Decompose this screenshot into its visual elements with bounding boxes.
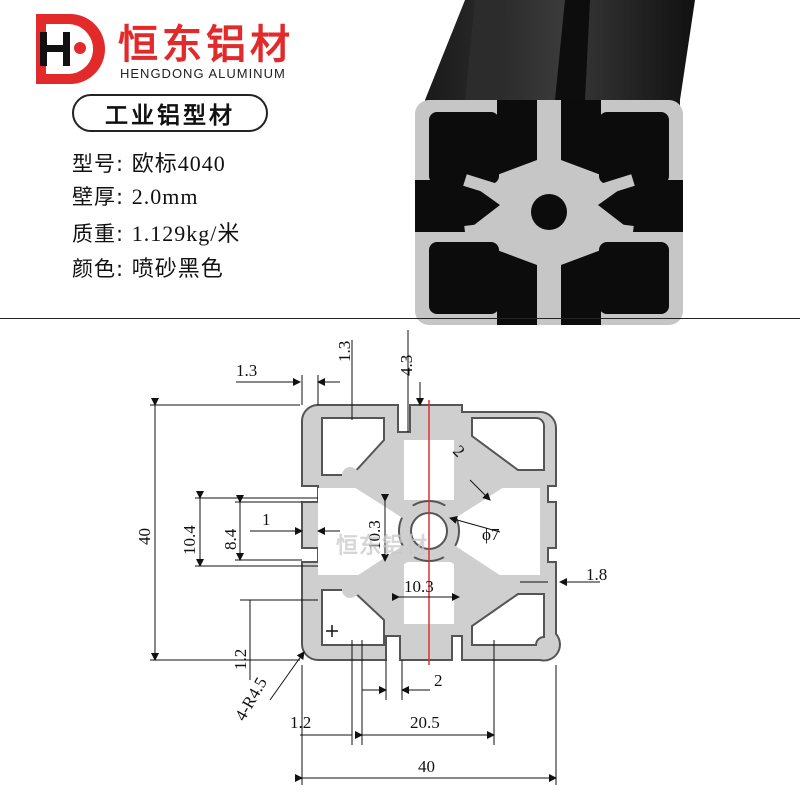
dim-1-2-vertical: 1.2 bbox=[231, 649, 250, 670]
product-title: 工业铝型材 bbox=[72, 94, 268, 132]
brand-logo-icon bbox=[30, 10, 108, 88]
dim-10-4: 10.4 bbox=[180, 525, 199, 555]
brand-name-en: HENGDONG ALUMINUM bbox=[120, 66, 286, 81]
spec-value: 1.129kg/米 bbox=[131, 221, 241, 246]
spec-label: 壁厚: bbox=[72, 185, 125, 209]
watermark: 恒东铝材 bbox=[336, 534, 429, 559]
dim-radius: 4-R4.5 bbox=[231, 674, 271, 724]
spec-label: 质重: bbox=[72, 222, 125, 246]
spec-label: 型号: bbox=[72, 152, 125, 176]
spec-value: 2.0mm bbox=[131, 184, 199, 209]
dim-1-2-bottom: 1.2 bbox=[290, 713, 311, 732]
dim-top-1-3-left: 1.3 bbox=[236, 361, 257, 380]
spec-row-weight: 质重: 1.129kg/米 bbox=[72, 216, 240, 248]
spec-value: 喷砂黑色 bbox=[131, 256, 224, 281]
dim-diameter-7: ϕ7 bbox=[482, 525, 500, 544]
dim-1-8: 1.8 bbox=[586, 565, 607, 584]
section-divider bbox=[0, 318, 800, 319]
dim-overall-width: 40 bbox=[418, 757, 435, 776]
spec-label: 颜色: bbox=[72, 257, 125, 281]
spec-value: 欧标4040 bbox=[131, 151, 226, 176]
dim-20-5: 20.5 bbox=[410, 713, 440, 732]
dim-top-4-3: 4.3 bbox=[397, 355, 416, 376]
dim-2-bottom: 2 bbox=[434, 671, 443, 690]
brand-name-cn: 恒东铝材 bbox=[118, 22, 294, 68]
dim-10-3-horizontal: 10.3 bbox=[404, 577, 434, 596]
spec-row-model: 型号: 欧标4040 bbox=[72, 146, 226, 178]
dim-10-3-vertical: 10.3 bbox=[365, 520, 384, 550]
product-photo bbox=[415, 0, 695, 325]
dim-overall-height: 40 bbox=[135, 528, 154, 545]
spec-row-color: 颜色: 喷砂黑色 bbox=[72, 251, 224, 283]
dim-8-4: 8.4 bbox=[221, 528, 240, 550]
dim-top-1-3-vertical: 1.3 bbox=[335, 341, 354, 362]
profile-drawing: 1.3 1.3 4.3 2 10.4 8.4 1 10.3 ϕ7 10.3 1.… bbox=[135, 330, 607, 785]
spec-row-thickness: 壁厚: 2.0mm bbox=[72, 181, 199, 211]
dim-1: 1 bbox=[262, 510, 271, 529]
